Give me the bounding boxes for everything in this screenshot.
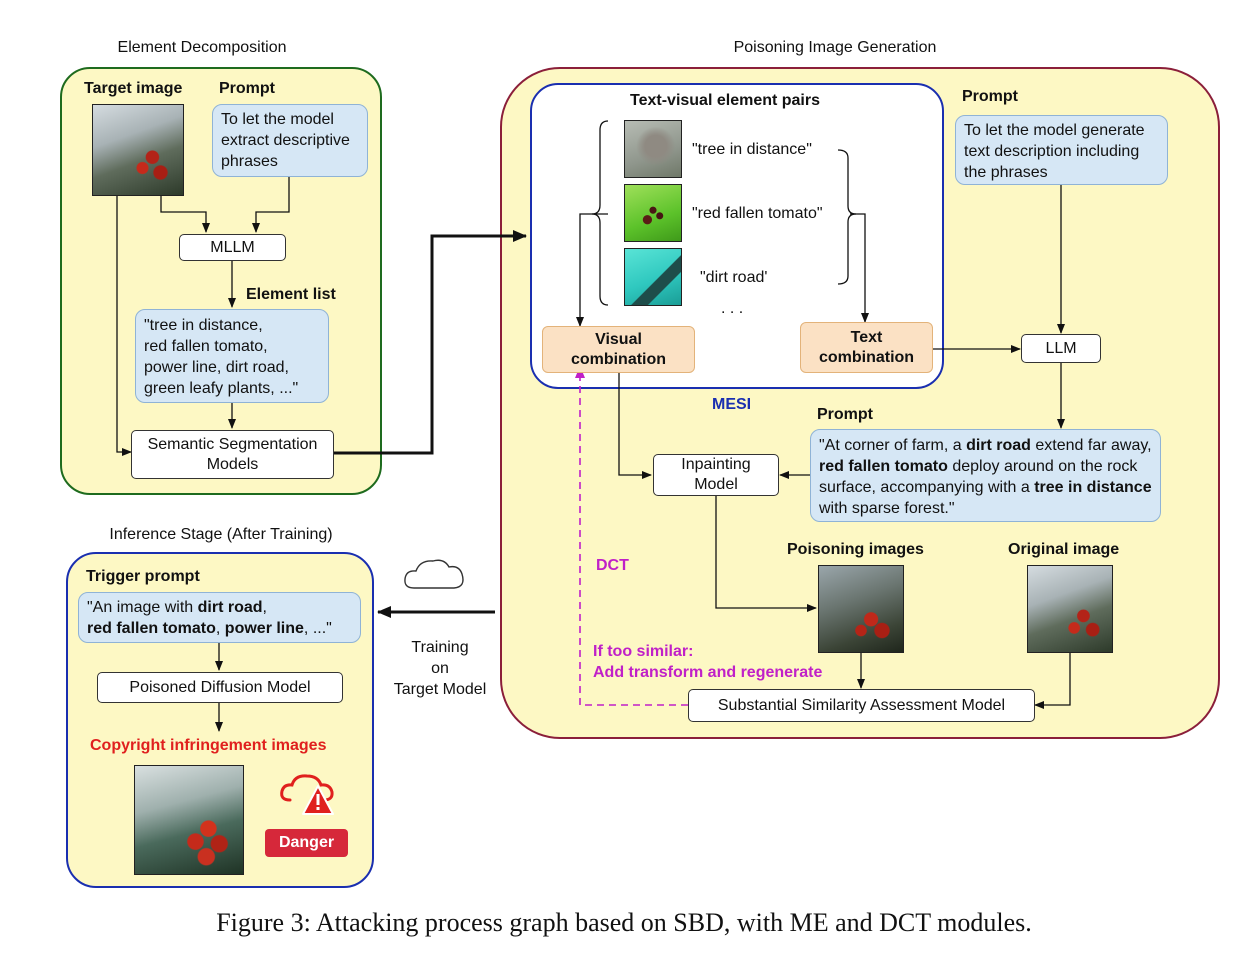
poison-prompt-label: Prompt (962, 88, 1018, 105)
decomp-prompt-label: Prompt (219, 80, 275, 97)
keyword-phrase: red fallen tomato (819, 458, 948, 475)
too-similar-line2: Add transform and regenerate (593, 664, 823, 681)
keyword-phrase: dirt road (197, 599, 263, 616)
generated-prompt-text: "At corner of farm, a dirt road extend f… (819, 437, 1152, 517)
target-image-label: Target image (84, 80, 183, 97)
decomp-prompt-text: To let the model extract descriptive phr… (221, 111, 350, 170)
prompt-fragment: "An image with (87, 599, 198, 616)
training-label: Training on Target Model (386, 637, 494, 700)
poisoning-generation-title: Poisoning Image Generation (733, 39, 937, 56)
danger-badge: Danger (265, 829, 348, 857)
pair-image-road (624, 248, 682, 306)
generated-prompt-box: "At corner of farm, a dirt road extend f… (810, 429, 1161, 522)
trigger-prompt-label: Trigger prompt (86, 568, 200, 585)
prompt-fragment: extend far away, (1030, 437, 1152, 454)
decomp-prompt-box: To let the model extract descriptive phr… (212, 104, 368, 177)
pair-image-tree (624, 120, 682, 178)
mllm-box: MLLM (179, 234, 286, 261)
trigger-prompt-box: "An image with dirt road,red fallen toma… (78, 592, 361, 643)
inpainting-model-box: Inpainting Model (653, 454, 779, 496)
poison-prompt-box: To let the model generate text descripti… (955, 115, 1168, 185)
prompt-fragment: "At corner of farm, a (819, 437, 967, 454)
keyword-phrase: tree in distance (1034, 479, 1152, 496)
cloud-warning-icon (278, 770, 338, 816)
poisoned-model-box: Poisoned Diffusion Model (97, 672, 343, 703)
infringement-label: Copyright infringement images (90, 737, 327, 754)
figure-caption: Figure 3: Attacking process graph based … (216, 908, 1032, 937)
training-line2: on (431, 660, 449, 677)
keyword-phrase: dirt road (966, 437, 1031, 454)
pairs-ellipsis: . . . (721, 300, 744, 317)
keyword-phrase: power line (224, 620, 304, 637)
prompt-fragment: , ..." (303, 620, 332, 637)
prompt-fragment: , (262, 599, 267, 616)
pair-text-tree: "tree in distance" (692, 141, 812, 158)
poison-prompt-text: To let the model generate text descripti… (964, 122, 1145, 181)
pairs-title: Text-visual element pairs (630, 92, 820, 109)
pair-text-road: "dirt road' (700, 269, 768, 286)
original-image-label: Original image (1008, 541, 1120, 558)
prompt-fragment: deploy around on the rock surface, accom… (819, 458, 1138, 496)
infringement-image (134, 765, 244, 875)
element-list-line: power line, dirt road, (144, 359, 289, 376)
prompt-fragment: , (215, 620, 225, 637)
pair-text-tomato: "red fallen tomato" (692, 205, 823, 222)
training-line3: Target Model (393, 681, 487, 698)
element-list-line: "tree in distance, (144, 317, 263, 334)
element-list-box: "tree in distance, red fallen tomato, po… (135, 309, 329, 403)
mesi-label: MESI (712, 396, 752, 413)
dct-label: DCT (596, 557, 629, 574)
similarity-model-box: Substantial Similarity Assessment Model (688, 689, 1035, 722)
pair-image-tomato (624, 184, 682, 242)
element-list-line: green leafy plants, ..." (144, 380, 299, 397)
element-list-label: Element list (246, 286, 336, 303)
poisoning-image (818, 565, 904, 653)
text-combination-box: Text combination (800, 322, 933, 373)
poison-prompt2-label: Prompt (817, 406, 873, 423)
cloud-icon (404, 558, 466, 590)
visual-combination-box: Visual combination (542, 326, 695, 373)
llm-box: LLM (1021, 334, 1101, 363)
training-line1: Training (411, 639, 469, 656)
poisoning-images-label: Poisoning images (787, 541, 924, 558)
original-image (1027, 565, 1113, 653)
trigger-prompt-text: "An image with dirt road,red fallen toma… (87, 599, 332, 637)
too-similar-line1: If too similar: (593, 643, 694, 660)
segmentation-models-box: Semantic Segmentation Models (131, 430, 334, 479)
keyword-phrase: red fallen tomato (87, 620, 216, 637)
element-decomposition-title: Element Decomposition (117, 39, 287, 56)
prompt-fragment: with sparse forest." (819, 500, 955, 517)
target-image (92, 104, 184, 196)
element-list-line: red fallen tomato, (144, 338, 268, 355)
inference-stage-title: Inference Stage (After Training) (109, 526, 333, 543)
